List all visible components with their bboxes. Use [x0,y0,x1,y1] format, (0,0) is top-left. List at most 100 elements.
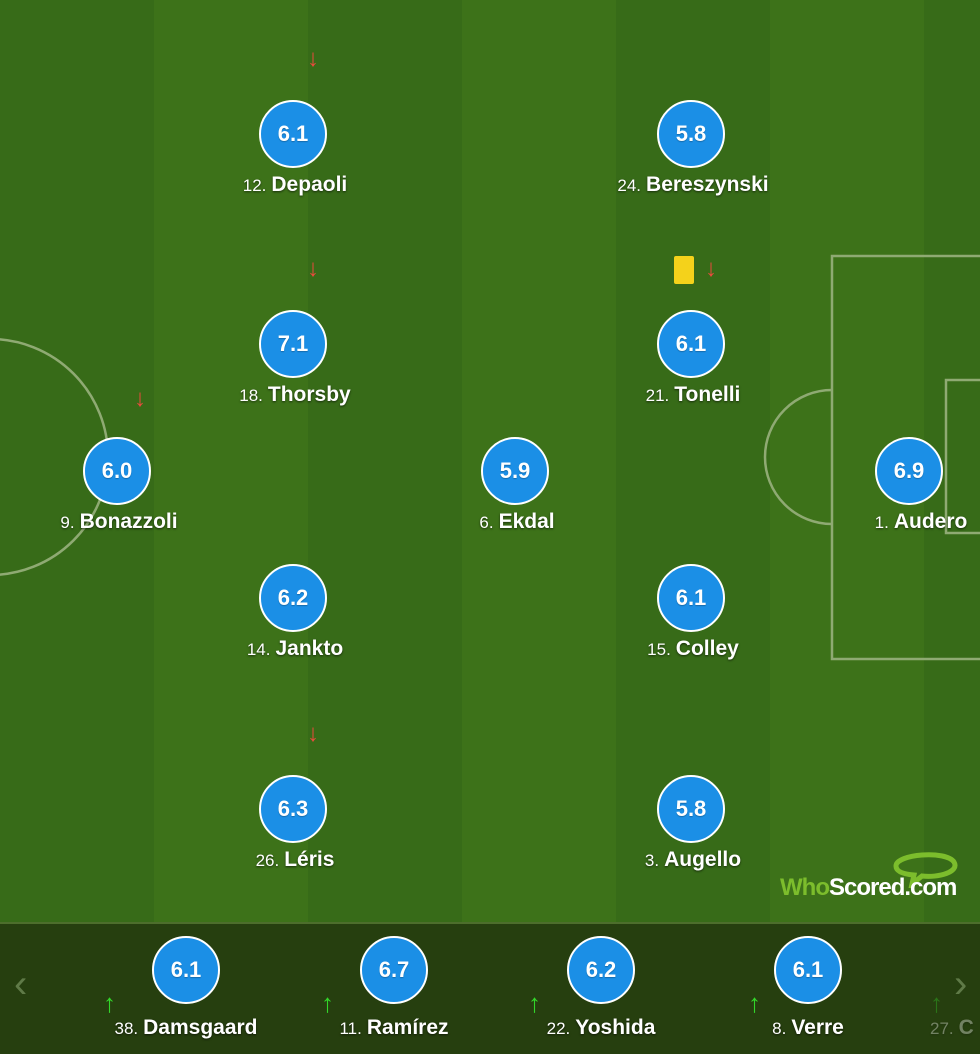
player-name: Yoshida [575,1016,656,1039]
bench-player-damsgaard[interactable]: ↑ 6.1 38.Damsgaard [81,924,291,1054]
down-arrow-icon: ↓ [134,385,146,412]
whoscored-logo: WhoScored.com [778,848,978,908]
down-arrow-icon: ↓ [307,45,319,72]
player-name: Augello [664,848,742,871]
shirt-number: 21. [645,386,670,405]
player-label: 8.Verre [703,1016,913,1040]
player-rating: 6.1 [774,936,842,1004]
player-label: 12.Depaoli [195,173,395,197]
player-name: Audero [893,510,968,533]
shirt-number: 8. [772,1019,787,1038]
player-rating: 7.1 [259,310,327,378]
player-audero[interactable]: 6.9 1.Audero [778,397,978,533]
player-name: Bereszynski [646,173,769,196]
logo-dotcom: .com [904,874,957,901]
bench-player-verre[interactable]: ↑ 6.1 8.Verre [703,924,913,1054]
player-name: Thorsby [267,383,351,406]
shirt-number: 14. [246,640,271,659]
player-name: Depaoli [271,173,348,196]
player-rating: 6.1 [152,936,220,1004]
logo-text: WhoScored.com [780,874,957,902]
player-leris[interactable]: ↓ 6.3 26.Léris [195,722,395,872]
shirt-number: 9. [60,513,75,532]
shirt-number: 15. [647,640,671,659]
logo-who: Who [780,874,830,901]
player-label: 3.Augello [593,848,793,872]
player-label: 18.Thorsby [195,383,395,407]
player-name: Tonelli [674,383,741,406]
logo-speech-bubble-icon [893,852,958,888]
player-name: Ramírez [366,1016,449,1039]
chevron-left-icon[interactable]: ‹ [14,962,28,1006]
player-rating: 6.9 [875,437,943,505]
player-label: 1.Audero [826,510,980,534]
shirt-number: 27. [930,1019,954,1038]
bench-player-partial[interactable]: ↑ 27.C [926,924,980,1054]
player-name: Damsgaard [143,1016,258,1039]
player-name: Ekdal [498,510,555,533]
player-label: 15.Colley [593,637,793,661]
player-depaoli[interactable]: ↓ 6.1 12.Depaoli [195,47,395,197]
shirt-number: 26. [255,851,280,870]
player-colley[interactable]: 6.1 15.Colley [593,524,793,660]
down-arrow-icon: ↓ [705,255,717,282]
player-label: 14.Jankto [195,637,395,661]
player-rating: 6.2 [259,564,327,632]
player-rating: 6.1 [259,100,327,168]
player-label: 9.Bonazzoli [19,510,219,534]
player-rating: 5.8 [657,100,725,168]
shirt-number: 22. [546,1019,571,1038]
shirt-number: 1. [874,513,889,532]
chevron-right-icon[interactable]: › [954,962,968,1006]
player-rating: 5.8 [657,775,725,843]
down-arrow-icon: ↓ [307,720,319,747]
up-arrow-icon: ↑ [528,988,541,1018]
substitutes-bench: ‹ › ↑ 6.1 38.Damsgaard ↑ 6.7 11.Ramírez … [0,922,980,1054]
shirt-number: 6. [479,513,494,532]
player-label: 21.Tonelli [593,383,793,407]
yellow-card-icon [674,256,694,284]
player-rating: 6.0 [83,437,151,505]
pitch: ↓ 6.1 12.Depaoli 5.8 24.Bereszynski ↓ 7.… [0,0,980,922]
player-tonelli[interactable]: ↓ 6.1 21.Tonelli [593,256,793,406]
player-name: Bonazzoli [79,510,178,533]
player-rating: 6.2 [567,936,635,1004]
shirt-number: 24. [617,176,642,195]
player-ekdal[interactable]: 5.9 6.Ekdal [417,397,617,533]
player-name: C [958,1016,974,1039]
shirt-number: 38. [114,1019,139,1038]
player-label: 24.Bereszynski [593,173,793,197]
logo-scored: Scored [828,874,905,901]
up-arrow-icon: ↑ [748,988,761,1018]
player-name: Léris [284,848,335,871]
player-rating: 6.3 [259,775,327,843]
shirt-number: 18. [239,386,263,405]
player-rating: 6.1 [657,310,725,378]
player-label: 27.C [930,1016,980,1040]
player-rating: 6.1 [657,564,725,632]
player-label: 6.Ekdal [417,510,617,534]
player-label: 11.Ramírez [289,1016,499,1040]
player-label: 22.Yoshida [496,1016,706,1040]
up-arrow-icon: ↑ [930,988,943,1018]
up-arrow-icon: ↑ [103,988,116,1018]
player-bonazzoli[interactable]: ↓ 6.0 9.Bonazzoli [19,387,219,534]
player-name: Colley [675,637,739,660]
shirt-number: 3. [644,851,660,870]
player-rating: 5.9 [481,437,549,505]
down-arrow-icon: ↓ [307,255,319,282]
player-thorsby[interactable]: ↓ 7.1 18.Thorsby [195,257,395,407]
bench-player-yoshida[interactable]: ↑ 6.2 22.Yoshida [496,924,706,1054]
shirt-number: 11. [339,1019,362,1038]
player-name: Jankto [275,637,344,660]
player-label: 38.Damsgaard [81,1016,291,1040]
player-label: 26.Léris [195,848,395,872]
player-bereszynski[interactable]: 5.8 24.Bereszynski [593,60,793,196]
bench-player-ramirez[interactable]: ↑ 6.7 11.Ramírez [289,924,499,1054]
shirt-number: 12. [242,176,267,195]
player-augello[interactable]: 5.8 3.Augello [593,735,793,871]
player-name: Verre [791,1016,844,1039]
up-arrow-icon: ↑ [321,988,334,1018]
player-jankto[interactable]: 6.2 14.Jankto [195,524,395,660]
player-rating: 6.7 [360,936,428,1004]
